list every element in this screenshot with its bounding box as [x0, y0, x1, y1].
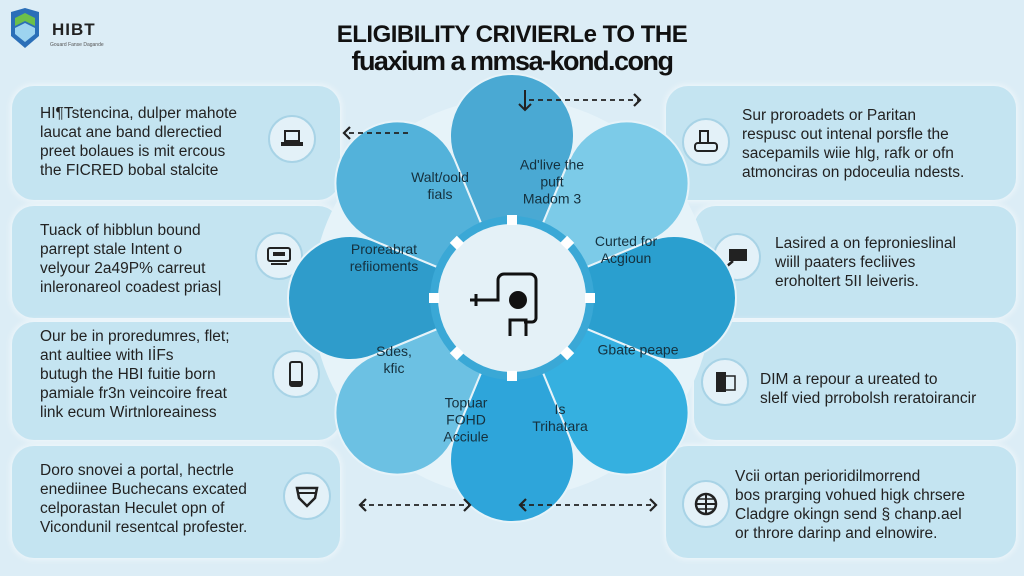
arrow-down-top — [518, 90, 532, 112]
card-text-line: bos prarging vohued higk chrsere — [735, 487, 966, 504]
arrow-bottom-right-head — [649, 498, 658, 512]
card-text-line: Vicondunil resentcal profester. — [40, 519, 248, 536]
connector-icon — [470, 290, 500, 306]
card-text-line: Sur proroadets or Paritan — [742, 107, 917, 124]
petal-label: Sdes,kfic — [376, 343, 412, 377]
smartphone-icon — [272, 350, 320, 398]
petal-label-line: Acciule — [443, 428, 489, 445]
petal-label-line: Walt/oold — [411, 169, 469, 185]
petal-label-line: Madom 3 — [522, 190, 582, 207]
title-line-2: fuaxium a mmsa-kond.cong — [351, 46, 674, 76]
card-text-line: enediinee Buchecans excated — [40, 481, 247, 498]
ring-connector — [449, 235, 464, 250]
card-text-line: Our be in proredumres, flet; — [40, 328, 230, 345]
card-text-line: eroholtert 5II leiveris. — [775, 273, 919, 290]
card-text-line: Lasired a on fepronieslinal — [775, 235, 956, 252]
card-text: Lasired a on fepronieslinal wiill paaters… — [775, 234, 956, 291]
person-head-icon — [509, 291, 527, 309]
document-icon — [701, 358, 749, 406]
petal-label-line: Is — [554, 401, 566, 417]
card-text-line: Vcii ortan perioridilmorrend — [735, 468, 921, 485]
ring-connector — [449, 346, 464, 361]
card-text-line: butugh the HBI fuitie born — [40, 366, 216, 383]
logo: HIBT Gouard Fanse Dagande — [8, 8, 104, 52]
person-flow-icon — [496, 272, 538, 324]
card-text: HI¶Tstencina, dulper mahote laucat ane ba… — [40, 104, 237, 180]
arrow-bottom-right-head — [518, 498, 527, 512]
globe-icon — [682, 480, 730, 528]
ring-connector — [429, 293, 439, 303]
ring-connector — [507, 371, 517, 381]
card-text-line: DIM a repour a ureated to — [760, 371, 938, 388]
logo-tagline: Gouard Fanse Dagande — [50, 42, 104, 48]
card-text-line: atmonciras on pdoceulia ndests. — [742, 164, 965, 181]
card-text-line: Cladgre okingn send § chanp.ael — [735, 506, 962, 523]
arrow-right-top-head — [633, 93, 642, 107]
shield-icon — [283, 472, 331, 520]
petal-label-line: Proreabrat — [350, 241, 418, 257]
ring-connector — [507, 215, 517, 225]
petal-label: Gbate peape — [598, 342, 679, 359]
card-text-line: Doro snovei a portal, hectrle — [40, 462, 234, 479]
arrow-bottom-left-head — [358, 498, 367, 512]
petal — [449, 295, 575, 524]
card-text-line: parrept stale Intent o — [40, 241, 183, 258]
card-text-line: ant aultiee with IİFs — [40, 347, 174, 364]
ring-connector — [585, 293, 595, 303]
card-text: Sur proroadets or Paritan respusc out int… — [742, 106, 964, 182]
printer-icon — [682, 118, 730, 166]
computer-icon — [268, 115, 316, 163]
card-text-line: celporastan Heculet opn of — [40, 500, 225, 517]
card-text-line: wiill paaters fecliives — [775, 254, 916, 271]
card-text-line: inleronareol coadest prias| — [40, 279, 222, 296]
petal — [509, 235, 738, 361]
card-text-line: respusc out intenal porsfle the — [742, 126, 949, 143]
card-text: Tuack of hibblun bound parrept stale Inte… — [40, 221, 222, 297]
title-line-1: ELIGIBILITY CRIVIERLe TO THE — [336, 21, 688, 48]
petal-label-line: refiioments — [349, 258, 419, 274]
card-text-line: laucat ane band dlerectied — [40, 124, 222, 141]
card-text: DIM a repour a ureated to slelf vied prro… — [760, 370, 976, 408]
petal-label-line: Trihatara — [532, 418, 588, 434]
petal-label-line: Sdes, — [376, 343, 412, 359]
petal-label-line: Gbate peape — [597, 341, 679, 358]
petal-label-line: Ad'live the — [519, 156, 585, 173]
petal-label-line: kfic — [383, 360, 405, 376]
card-text: Doro snovei a portal, hectrle enediinee B… — [40, 461, 247, 537]
card-text-line: pamiale fr3n veincoire freat — [40, 385, 227, 402]
logo-shield-icon — [11, 8, 39, 48]
petal-label-line: fials — [427, 186, 453, 202]
ring-connector — [560, 346, 575, 361]
card-text: Vcii ortan perioridilmorrend bos prarging… — [735, 467, 965, 543]
arrow-bottom-left-head — [463, 498, 472, 512]
logo-name: HIBT — [52, 20, 96, 39]
card-text-line: Tuack of hibblun bound — [40, 222, 201, 239]
petal-label-line: Topuar — [444, 394, 488, 411]
petal — [449, 72, 575, 301]
person-body-icon — [508, 318, 528, 336]
card-text: Our be in proredumres, flet; ant aultiee … — [40, 327, 230, 422]
card-text-line: preet bolaues is mit ercous — [40, 143, 226, 160]
card-text-line: slelf vied prrobolsh reratoirancir — [760, 390, 977, 407]
page-title: ELIGIBILITY CRIVIERLe TO THE fuaxium a m… — [250, 21, 774, 76]
petal-label-line: Curted for — [594, 233, 658, 249]
petal-label-line: Acgioun — [600, 250, 652, 266]
card-text-line: velyour 2a49P% carreut — [40, 260, 206, 277]
petal — [286, 235, 515, 361]
ring-connector — [560, 235, 575, 250]
card-text-line: HI¶Tstencina, dulper mahote — [40, 105, 238, 122]
arrow-left-top-head — [342, 126, 351, 140]
card-text-line: or throre darinp and elnowire. — [735, 525, 938, 542]
card-text-line: link ecum Wirtnloreainess — [40, 404, 217, 421]
card-text-line: sacepamils wiie hlg, rafk or ofn — [742, 145, 954, 162]
card-text-line: the FICRED bobal stalcite — [40, 162, 219, 179]
petal-label-line: puft — [540, 173, 564, 190]
petal-label-line: FOHD — [446, 411, 486, 428]
